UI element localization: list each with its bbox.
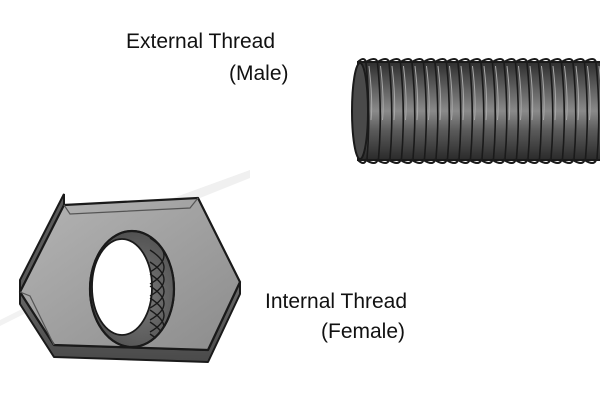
thread-highlight (564, 65, 568, 121)
thread-crest (514, 62, 520, 160)
thread-crest (583, 62, 589, 160)
thread-crest (422, 62, 428, 160)
thread-crest (457, 62, 462, 160)
thread-crest (468, 62, 474, 160)
thread-highlight (495, 65, 499, 121)
thread-highlight (575, 65, 580, 121)
thread-highlight (426, 65, 430, 121)
thread-crest (595, 62, 600, 160)
thread-groove (149, 273, 165, 309)
thread-crest (560, 62, 566, 160)
internal-thread-grooves (91, 237, 165, 347)
thread-highlight (449, 65, 453, 121)
thread-highlight (541, 65, 545, 121)
thread-crest (549, 62, 554, 160)
thread-highlight (391, 65, 396, 121)
thread-highlight (380, 65, 384, 121)
female-label: (Female) (321, 320, 406, 343)
threaded-rod-icon (351, 58, 600, 164)
thread-highlight (460, 65, 465, 121)
thread-crest (480, 62, 485, 160)
male-label: (Male) (229, 62, 289, 85)
thread-highlight (472, 65, 476, 121)
thread-crest (434, 62, 439, 160)
thread-highlight (437, 65, 442, 121)
thread-crest (376, 62, 382, 160)
thread-highlight (506, 65, 511, 121)
hex-nut-icon (18, 193, 242, 363)
thread-highlight (483, 65, 488, 121)
thread-highlight (403, 65, 407, 121)
thread-highlight (552, 65, 557, 121)
thread-crest (399, 62, 405, 160)
thread-crest (388, 62, 393, 160)
thread-crest (526, 62, 531, 160)
thread-crest (365, 62, 370, 160)
thread-highlight (368, 65, 373, 121)
thread-crest (411, 62, 416, 160)
thread-highlight (518, 65, 522, 121)
thread-highlight (587, 65, 591, 121)
thread-crest (445, 62, 451, 160)
thread-highlight (414, 65, 419, 121)
thread-groove (149, 285, 165, 321)
thread-groove (149, 297, 165, 333)
thread-crest (537, 62, 543, 160)
thread-groove (149, 249, 165, 285)
thread-highlight (529, 65, 534, 121)
thread-crest (491, 62, 497, 160)
thread-groove (149, 261, 165, 297)
thread-crest (503, 62, 508, 160)
external-thread-label: External Thread (126, 30, 276, 53)
internal-thread-label: Internal Thread (265, 290, 408, 313)
thread-crest (572, 62, 577, 160)
